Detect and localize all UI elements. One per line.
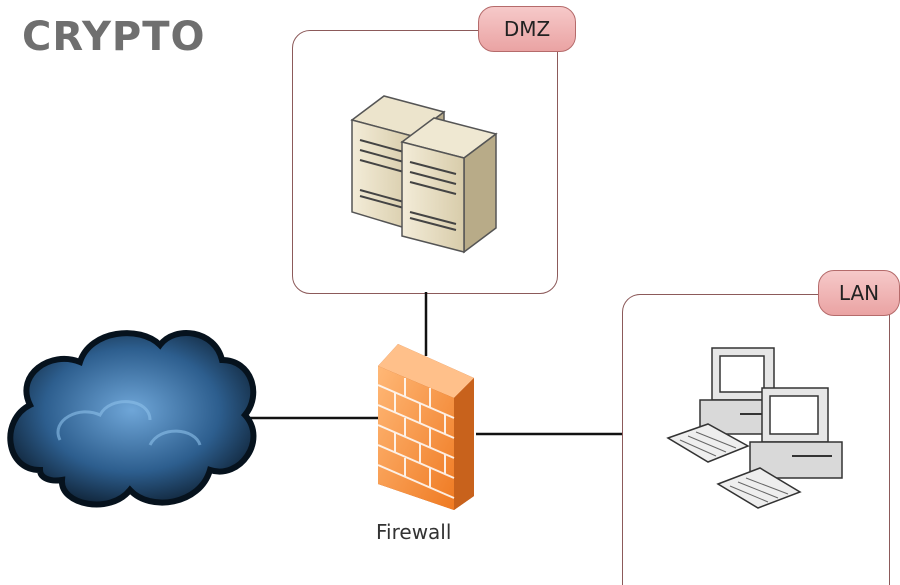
server-pair-icon (350, 95, 498, 254)
lan-zone-tag: LAN (818, 270, 900, 316)
firewall-icon (377, 344, 474, 510)
firewall-label: Firewall (376, 520, 452, 544)
cloud-icon (7, 330, 257, 508)
workstation-pair-icon (666, 347, 843, 509)
lan-zone (622, 294, 890, 585)
brand-title: CRYPTO (22, 14, 206, 60)
connection-lines (250, 292, 622, 436)
network-diagram (7, 95, 843, 510)
dmz-zone-tag: DMZ (478, 6, 576, 52)
